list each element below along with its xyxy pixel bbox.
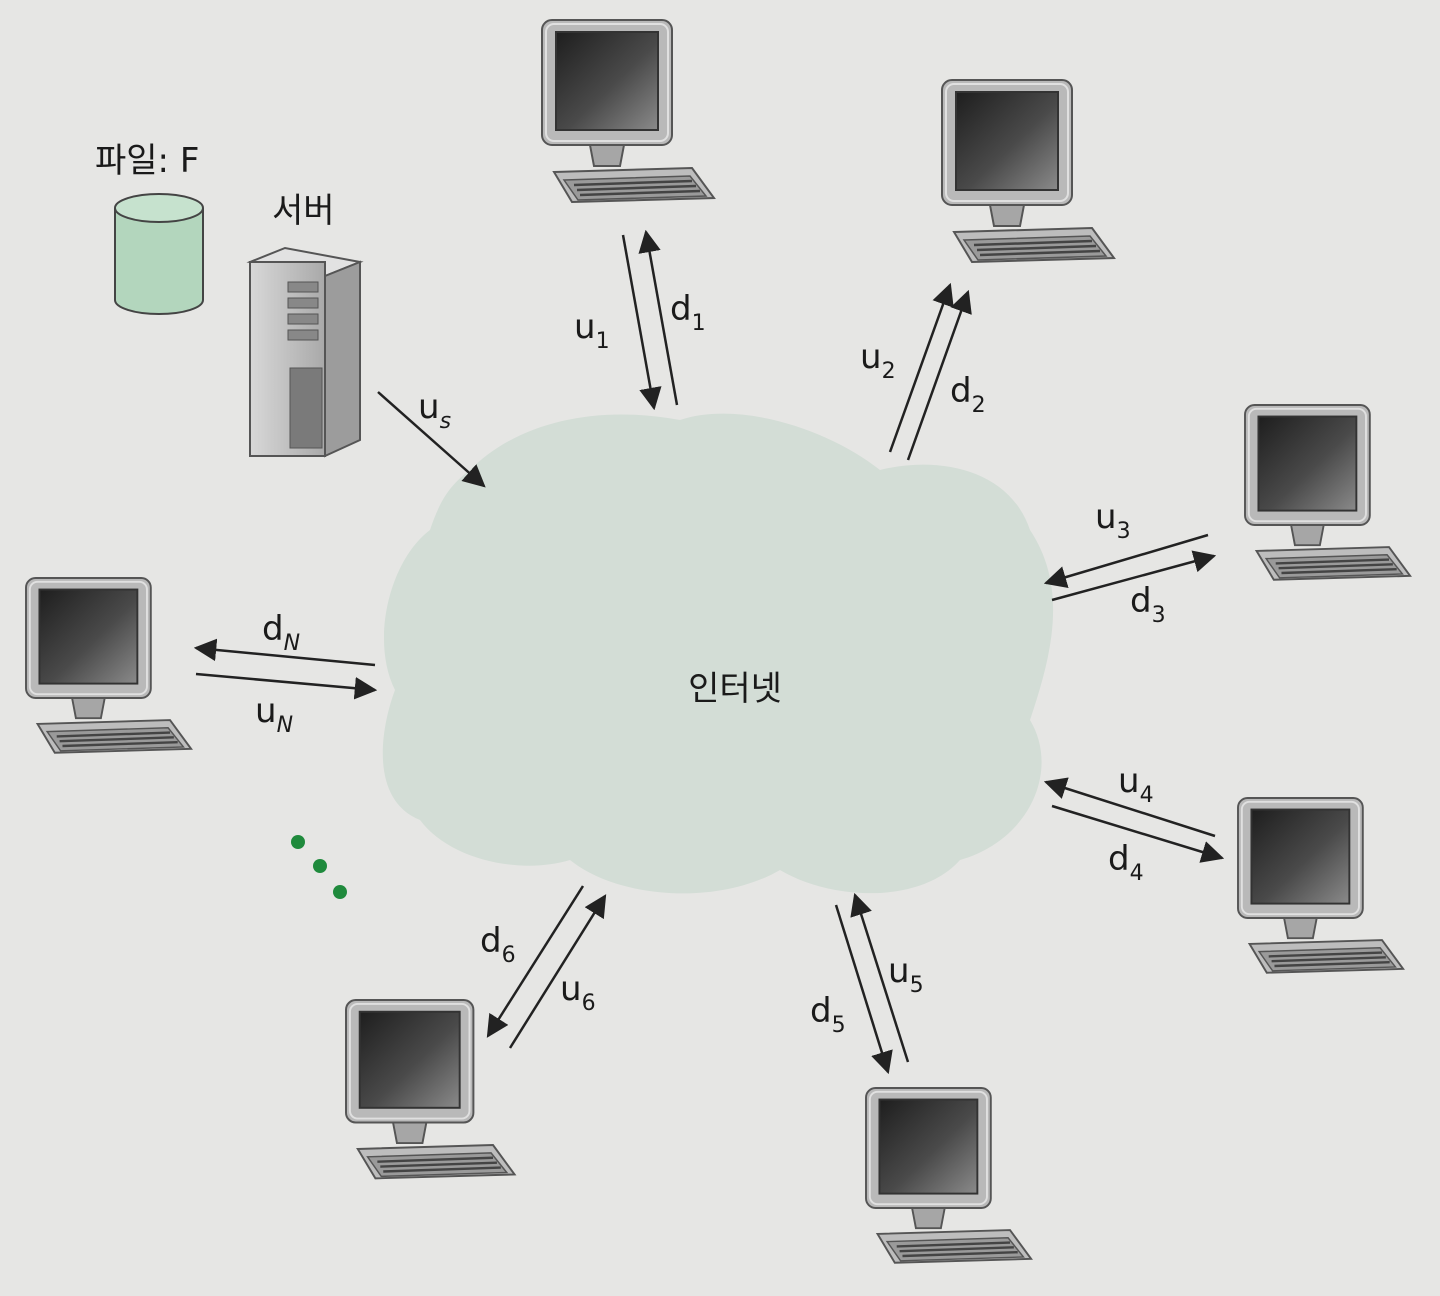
peer-1-download-label: d1	[670, 289, 706, 336]
peer-5-download-arrow	[834, 904, 893, 1075]
peer-3-upload-arrow	[1043, 533, 1209, 589]
peer-6-download-label: d6	[480, 921, 516, 968]
peer-4-download-label: d4	[1108, 839, 1144, 886]
peer-4-upload-arrow	[1043, 777, 1216, 838]
peer-1-computer	[540, 18, 716, 204]
peer-2-upload-arrow	[888, 282, 954, 453]
peer-3-upload-label: u3	[1095, 497, 1131, 544]
file-cylinder-icon	[114, 193, 204, 315]
peer-4-download-arrow	[1051, 804, 1225, 863]
server-label: 서버	[272, 191, 335, 231]
peer-3-download-arrow	[1051, 550, 1217, 602]
peer-2-download-arrow	[906, 289, 972, 461]
peer-6-upload-arrow	[508, 894, 607, 1049]
peer-N-upload-label: uN	[255, 691, 293, 738]
server-icon	[246, 246, 364, 458]
peer-4-upload-label: u4	[1118, 761, 1154, 808]
ellipsis-dot	[333, 885, 347, 899]
file-label: 파일: F	[95, 141, 199, 181]
peer-5-computer	[864, 1086, 1033, 1264]
peer-5-download-label: d5	[810, 991, 846, 1038]
peer-4-computer	[1236, 796, 1405, 974]
ellipsis-dot	[291, 835, 305, 849]
peer-5-upload-arrow	[850, 892, 910, 1063]
server-upload-arrow	[377, 391, 486, 488]
peer-2-computer	[940, 78, 1116, 264]
peer-2-download-label: d2	[950, 371, 986, 418]
ellipsis-dot	[313, 859, 327, 873]
peer-3-computer	[1243, 403, 1412, 581]
peer-N-computer	[24, 576, 193, 754]
peer-3-download-label: d3	[1130, 581, 1166, 628]
peer-6-computer	[344, 998, 516, 1180]
peer-6-upload-label: u6	[560, 969, 596, 1016]
peer-2-upload-label: u2	[860, 337, 896, 384]
ellipsis-dots	[291, 835, 347, 899]
peer-5-upload-label: u5	[888, 951, 924, 998]
server-upload-label: us	[418, 387, 451, 434]
peer-1-upload-arrow	[621, 234, 662, 411]
peer-N-download-arrow	[193, 638, 376, 667]
peer-N-download-label: dN	[262, 609, 300, 656]
peer-1-download-arrow	[638, 229, 679, 406]
internet-cloud	[382, 413, 1054, 894]
internet-label: 인터넷	[688, 669, 782, 709]
peer-6-download-arrow	[486, 885, 585, 1038]
peer-1-upload-label: u1	[574, 307, 610, 354]
peer-N-upload-arrow	[195, 672, 378, 700]
